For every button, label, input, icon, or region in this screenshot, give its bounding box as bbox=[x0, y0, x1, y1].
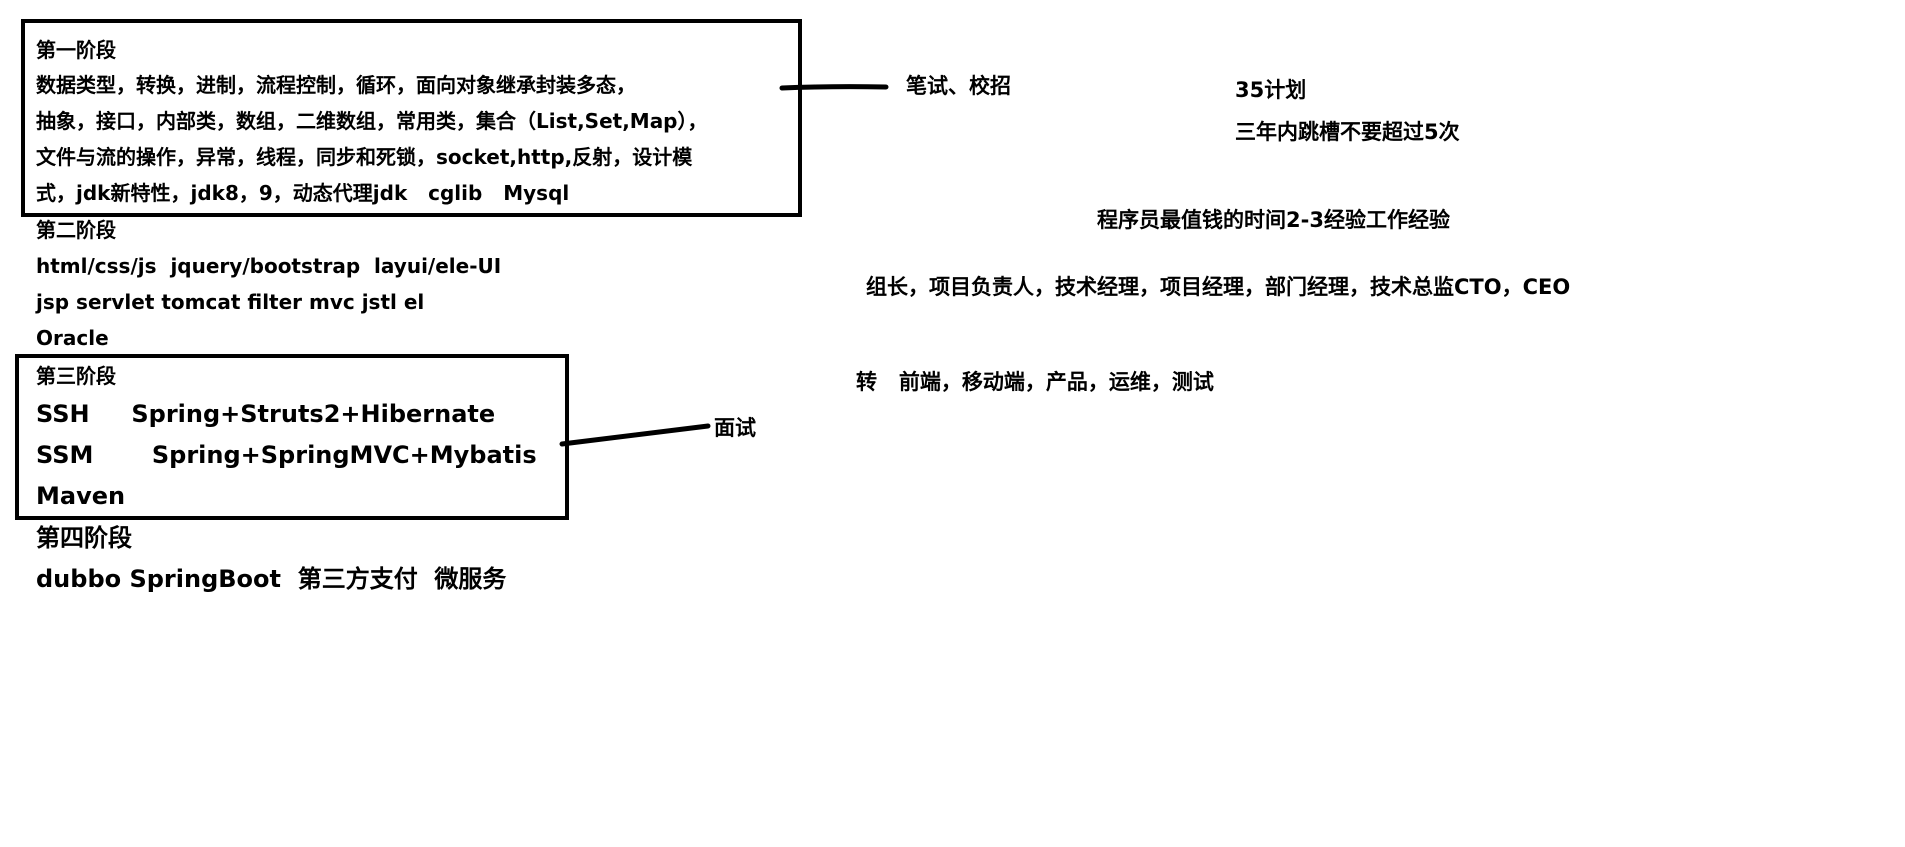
stage3-line-3: Maven bbox=[36, 482, 126, 510]
stage2-line-3: Oracle bbox=[36, 326, 109, 350]
stage3-connector bbox=[559, 423, 711, 447]
stage3-box bbox=[15, 354, 569, 520]
stage1-line-1: 数据类型，转换，进制，流程控制，循环，面向对象继承封装多态， bbox=[36, 73, 636, 97]
career-switch-text: 转 前端，移动端，产品，运维，测试 bbox=[856, 370, 1214, 394]
stage3-note: 面试 bbox=[714, 416, 756, 440]
stage4-line-1: dubbo SpringBoot 第三方支付 微服务 bbox=[36, 565, 507, 593]
stage2-line-1: html/css/js jquery/bootstrap layui/ele-U… bbox=[36, 254, 502, 278]
stage2-line-2: jsp servlet tomcat filter mvc jstl el bbox=[36, 290, 425, 314]
stage1-line-3: 文件与流的操作，异常，线程，同步和死锁，socket,http,反射，设计模 bbox=[36, 145, 693, 169]
stage3-line-1: SSH Spring+Struts2+Hibernate bbox=[36, 400, 496, 428]
stage1-connector bbox=[779, 84, 889, 91]
plan-text: 三年内跳槽不要超过5次 bbox=[1235, 120, 1460, 144]
stage1-line-2: 抽象，接口，内部类，数组，二维数组，常用类，集合（List,Set,Map）， bbox=[36, 109, 708, 133]
stage1-heading: 第一阶段 bbox=[36, 38, 116, 62]
value-time-text: 程序员最值钱的时间2-3经验工作经验 bbox=[1097, 208, 1450, 232]
stage3-line-2: SSM Spring+SpringMVC+Mybatis bbox=[36, 441, 537, 469]
plan-title: 35计划 bbox=[1235, 78, 1307, 102]
stage1-note: 笔试、校招 bbox=[906, 74, 1011, 98]
stage2-heading: 第二阶段 bbox=[36, 218, 116, 242]
career-path-text: 组长，项目负责人，技术经理，项目经理，部门经理，技术总监CTO，CEO bbox=[866, 275, 1571, 299]
stage3-heading: 第三阶段 bbox=[36, 364, 116, 388]
stage4-heading: 第四阶段 bbox=[36, 524, 132, 552]
stage1-line-4: 式，jdk新特性，jdk8，9，动态代理jdk cglib Mysql bbox=[36, 181, 570, 205]
stage1-box bbox=[21, 19, 802, 217]
